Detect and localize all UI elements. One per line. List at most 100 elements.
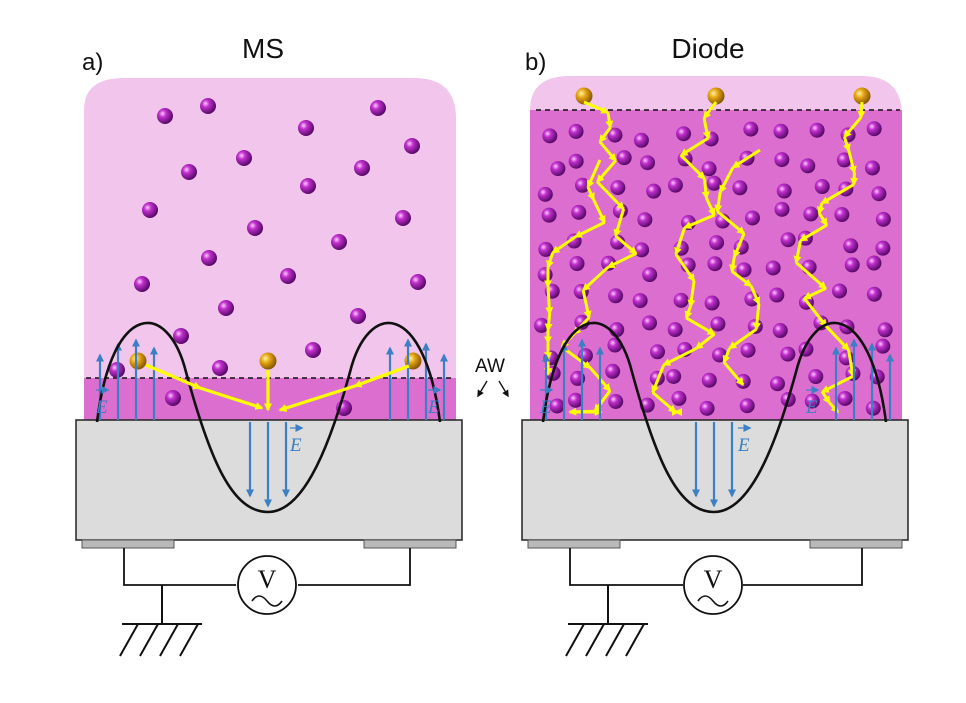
electron-path bbox=[705, 197, 716, 217]
electron-path bbox=[551, 235, 577, 254]
electron-path bbox=[683, 213, 715, 229]
particle bbox=[735, 373, 751, 389]
electron-path bbox=[793, 240, 802, 265]
electron-path bbox=[857, 101, 866, 120]
panel-a-electrode-right bbox=[363, 539, 457, 549]
electron-path bbox=[722, 347, 731, 364]
particle bbox=[667, 177, 683, 193]
particle bbox=[350, 308, 366, 324]
gold-particle bbox=[129, 352, 147, 370]
particle bbox=[569, 256, 585, 272]
gold-particle bbox=[575, 87, 593, 105]
particle bbox=[608, 288, 624, 304]
particle bbox=[607, 127, 623, 143]
particle bbox=[637, 212, 653, 228]
panel-a-circuit-wire bbox=[123, 548, 236, 586]
electron-path bbox=[752, 303, 761, 331]
electron-path bbox=[583, 100, 610, 114]
electron-path bbox=[728, 328, 758, 350]
particle bbox=[410, 274, 426, 290]
particle bbox=[808, 369, 824, 385]
particle bbox=[650, 344, 666, 360]
panel-b-field-arrows bbox=[542, 338, 894, 508]
electron-path bbox=[847, 349, 856, 378]
particle bbox=[642, 315, 658, 331]
particle bbox=[769, 376, 785, 392]
electron-path bbox=[546, 252, 555, 269]
electron-path bbox=[679, 136, 709, 157]
panel-a-electron-paths bbox=[145, 363, 410, 412]
particle bbox=[134, 276, 150, 292]
electron-path bbox=[722, 361, 745, 386]
particle bbox=[877, 322, 893, 338]
particle bbox=[549, 398, 565, 414]
particle bbox=[634, 242, 650, 258]
particle bbox=[571, 204, 587, 220]
electron-path bbox=[606, 252, 637, 269]
particle bbox=[744, 210, 760, 226]
acoustic-wave-indicator: AW bbox=[475, 356, 509, 398]
electron-path bbox=[702, 101, 718, 120]
particle bbox=[831, 283, 847, 299]
particle bbox=[671, 390, 687, 406]
particle bbox=[542, 128, 558, 144]
particle bbox=[834, 207, 850, 223]
electron-path bbox=[586, 159, 602, 189]
electron-path bbox=[821, 391, 831, 405]
panel-a-field-label-right: E bbox=[427, 397, 440, 418]
particle bbox=[804, 393, 820, 409]
panel-a-electrode-left bbox=[81, 539, 175, 549]
particle bbox=[701, 372, 717, 388]
electron-path bbox=[605, 112, 614, 130]
particle bbox=[537, 186, 553, 202]
electron-path bbox=[701, 178, 710, 200]
particle bbox=[774, 201, 790, 217]
particle bbox=[803, 206, 819, 222]
panel-a-surface-layer bbox=[84, 378, 456, 420]
particle bbox=[871, 186, 887, 202]
electron-path bbox=[685, 316, 716, 336]
particle bbox=[776, 183, 792, 199]
electron-path bbox=[582, 266, 610, 292]
panel-a-title: MS bbox=[242, 33, 284, 64]
particle bbox=[642, 267, 658, 283]
electron-path bbox=[803, 286, 827, 300]
electron-path bbox=[674, 227, 687, 256]
source-label-a: V bbox=[258, 565, 277, 594]
particle bbox=[666, 368, 682, 384]
particle bbox=[305, 342, 321, 358]
panel-b-acoustic-wave bbox=[541, 321, 888, 514]
particle bbox=[875, 338, 891, 354]
particle bbox=[236, 150, 252, 166]
electron-path bbox=[596, 180, 625, 211]
electron-path bbox=[593, 389, 612, 413]
panel-a-field-label-center: E bbox=[289, 435, 302, 456]
panel-b-circuit-wire-right bbox=[743, 548, 863, 586]
particle bbox=[201, 250, 217, 266]
electron-path bbox=[596, 159, 617, 184]
particle bbox=[875, 211, 891, 227]
particle bbox=[633, 132, 649, 148]
particle bbox=[865, 400, 881, 416]
particle bbox=[370, 100, 386, 116]
electron-path bbox=[592, 199, 606, 224]
particle bbox=[610, 234, 626, 250]
electron-path bbox=[662, 347, 697, 367]
electron-path bbox=[145, 363, 202, 390]
electron-path bbox=[278, 384, 356, 412]
particle bbox=[537, 267, 553, 283]
particle bbox=[568, 392, 584, 408]
particle bbox=[667, 322, 683, 338]
electron-path bbox=[714, 191, 723, 213]
panel-b-electrode-left bbox=[527, 539, 621, 549]
particle bbox=[574, 177, 590, 193]
particle bbox=[837, 390, 853, 406]
particle bbox=[200, 98, 216, 114]
panel-b-gold-particles bbox=[575, 87, 871, 105]
particle bbox=[704, 295, 720, 311]
particle bbox=[354, 160, 370, 176]
particle bbox=[844, 257, 860, 273]
panel-b-field-label-left: E bbox=[539, 397, 552, 418]
panel-b-circuit-wire bbox=[569, 548, 683, 586]
